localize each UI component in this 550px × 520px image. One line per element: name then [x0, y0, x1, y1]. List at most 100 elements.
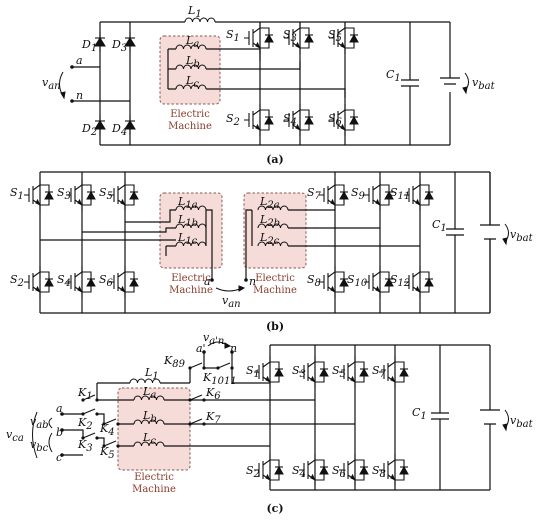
- label-s2: S2: [226, 112, 240, 128]
- relay-k7: [187, 418, 207, 427]
- switch-s7: [318, 178, 349, 212]
- label-van: van: [42, 76, 61, 92]
- label-l2c: L2c: [259, 231, 280, 247]
- label-lb: Lb: [185, 54, 200, 70]
- switch-s6: [108, 265, 139, 299]
- label-s7: S7: [372, 364, 387, 380]
- label-k89: K89: [163, 354, 186, 370]
- switch-s8: [318, 265, 349, 299]
- label-s3: S3: [57, 186, 71, 202]
- label-s12: S12: [390, 273, 410, 289]
- relay-k6: [187, 394, 207, 403]
- machine-label-line1: Electric: [134, 472, 174, 483]
- label-l1: L1: [144, 366, 159, 382]
- label-s3: S3: [283, 28, 297, 44]
- label-k1011: K1011: [202, 371, 237, 387]
- label-lc: Lc: [142, 431, 156, 447]
- label-c1: C1: [432, 218, 447, 234]
- label-vca: vca: [6, 428, 24, 444]
- terminal-a: a: [76, 54, 83, 67]
- panel-c: [32, 341, 509, 491]
- label-s5: S5: [328, 28, 342, 44]
- label-l1b: L1b: [177, 213, 198, 229]
- label-s1: S1: [246, 364, 260, 380]
- terminal-c: c: [56, 451, 62, 464]
- machine-1-label-line2: Machine: [169, 285, 213, 296]
- label-k4: K4: [99, 422, 115, 438]
- relay-k89: [187, 362, 207, 371]
- terminal-a: a: [56, 402, 63, 415]
- label-vbc: vbc: [30, 438, 49, 454]
- label-s6: S6: [99, 273, 114, 289]
- label-s6: S6: [332, 464, 347, 480]
- label-s1: S1: [10, 186, 24, 202]
- label-d1: D1: [81, 38, 97, 54]
- label-la: La: [185, 34, 199, 50]
- relay-k2: [80, 408, 100, 417]
- label-k2: K2: [77, 416, 93, 432]
- panel-a: [59, 17, 469, 146]
- machine-label-line1: Electric: [170, 109, 210, 120]
- label-s3: S3: [292, 364, 306, 380]
- label-k1: K1: [77, 386, 93, 402]
- machine-1-label-line1: Electric: [171, 273, 211, 284]
- caption-a: (a): [266, 153, 284, 166]
- terminal-b: b: [56, 426, 63, 439]
- label-k5: K5: [99, 445, 115, 461]
- switch-s10: [363, 265, 394, 299]
- label-s10: S10: [347, 273, 368, 289]
- switch-s2: [23, 265, 54, 299]
- relay-k1011: [215, 362, 235, 371]
- labels: D1 D3 D2 D4 a n van L1 La Lb Lc Electric…: [6, 4, 534, 515]
- machine-2-label-line1: Electric: [255, 273, 295, 284]
- label-k7: K7: [205, 410, 221, 426]
- label-vbat: vbat: [510, 414, 534, 430]
- panel-b: [23, 171, 509, 314]
- machine-label-line2: Machine: [168, 121, 212, 132]
- label-s4: S4: [283, 112, 297, 128]
- label-k6: K6: [205, 386, 221, 402]
- label-s2: S2: [246, 464, 260, 480]
- label-s11: S11: [390, 186, 410, 202]
- electric-machine-2-box: [243, 192, 307, 269]
- label-s8: S8: [307, 273, 321, 289]
- label-s2: S2: [10, 273, 24, 289]
- switch-s5: [108, 178, 139, 212]
- label-c1: C1: [412, 406, 427, 422]
- label-d2: D2: [81, 122, 97, 138]
- label-l2b: L2b: [259, 213, 280, 229]
- label-d4: D4: [111, 122, 127, 138]
- label-van: van: [222, 294, 241, 310]
- label-lb: Lb: [142, 409, 157, 425]
- label-vbat: vbat: [510, 228, 534, 244]
- label-s6: S6: [328, 112, 343, 128]
- terminal-n: n: [249, 275, 256, 288]
- switch-s2: [243, 103, 274, 137]
- electric-machine-box: [117, 387, 191, 471]
- label-van-prime: va'n: [203, 331, 224, 347]
- label-s8: S8: [372, 464, 386, 480]
- label-s4: S4: [292, 464, 306, 480]
- label-s7: S7: [307, 186, 322, 202]
- terminal-a-prime: a': [196, 342, 206, 355]
- switch-s1: [23, 178, 54, 212]
- label-vab: vab: [30, 415, 49, 431]
- terminal-n: n: [76, 89, 83, 102]
- label-l1a: L1a: [177, 195, 198, 211]
- machine-label-line2: Machine: [132, 484, 176, 495]
- label-s1: S1: [226, 28, 240, 44]
- switch-s9: [363, 178, 394, 212]
- label-s9: S9: [351, 186, 366, 202]
- label-d3: D3: [111, 38, 127, 54]
- terminal-n: n: [230, 342, 237, 355]
- label-vbat: vbat: [472, 76, 496, 92]
- caption-b: (b): [266, 320, 284, 333]
- electric-machine-box: [159, 35, 221, 105]
- label-k3: K3: [77, 438, 93, 454]
- label-s4: S4: [57, 273, 71, 289]
- terminal-a: a: [204, 275, 211, 288]
- machine-2-label-line2: Machine: [253, 285, 297, 296]
- label-l1c: L1c: [177, 231, 198, 247]
- label-c1: C1: [386, 68, 401, 84]
